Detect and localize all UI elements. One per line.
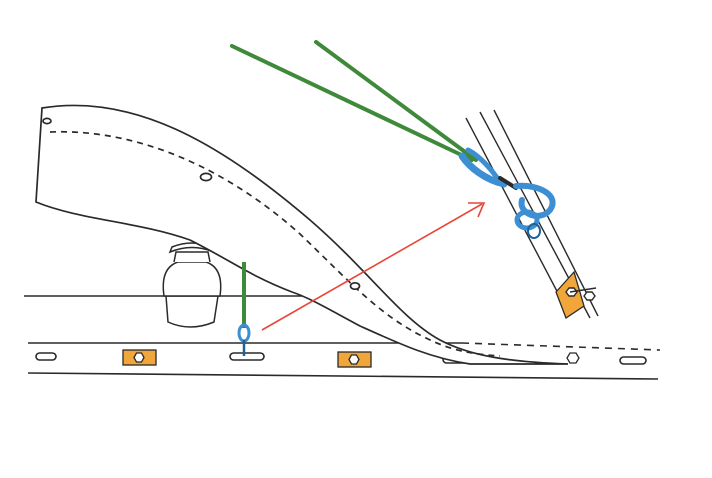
eye-bolt-icon xyxy=(527,223,541,239)
grommet xyxy=(199,172,213,182)
toerail-slot xyxy=(35,352,57,361)
hex-nut-icon xyxy=(348,354,360,365)
upper-ropes xyxy=(230,40,478,162)
toerail-slot xyxy=(229,352,265,361)
cover-dashed-hem xyxy=(49,131,501,357)
bolt xyxy=(569,287,597,293)
winch-base xyxy=(165,295,219,328)
blue-rope-loop-icon xyxy=(514,209,540,231)
red-arrow-icon xyxy=(261,202,486,331)
green-rope xyxy=(314,40,478,162)
toerail-bottom-line xyxy=(27,372,659,380)
hex-nut-icon xyxy=(566,352,580,364)
arrow-head xyxy=(468,202,486,218)
grommet xyxy=(349,281,361,291)
eye-bolt-icon xyxy=(237,323,251,356)
toerail-dashed-line xyxy=(461,342,661,351)
toerail-slot xyxy=(619,356,647,365)
cover-body xyxy=(35,104,569,365)
winch-icon xyxy=(162,242,222,328)
winch-neck xyxy=(173,251,211,263)
green-rope xyxy=(230,44,474,162)
cover-sheet xyxy=(35,104,569,365)
stanchion-bracket xyxy=(555,270,597,319)
mounting-plates xyxy=(122,349,580,368)
arrow-shaft xyxy=(261,203,483,331)
center-tie-rope xyxy=(237,262,251,356)
tie-down-knot xyxy=(458,147,556,239)
winch-drum xyxy=(162,261,222,297)
blue-rope-loop-icon xyxy=(465,147,503,185)
hex-nut-icon xyxy=(583,291,596,301)
grommet xyxy=(42,117,52,125)
hex-nut-icon xyxy=(133,352,145,363)
